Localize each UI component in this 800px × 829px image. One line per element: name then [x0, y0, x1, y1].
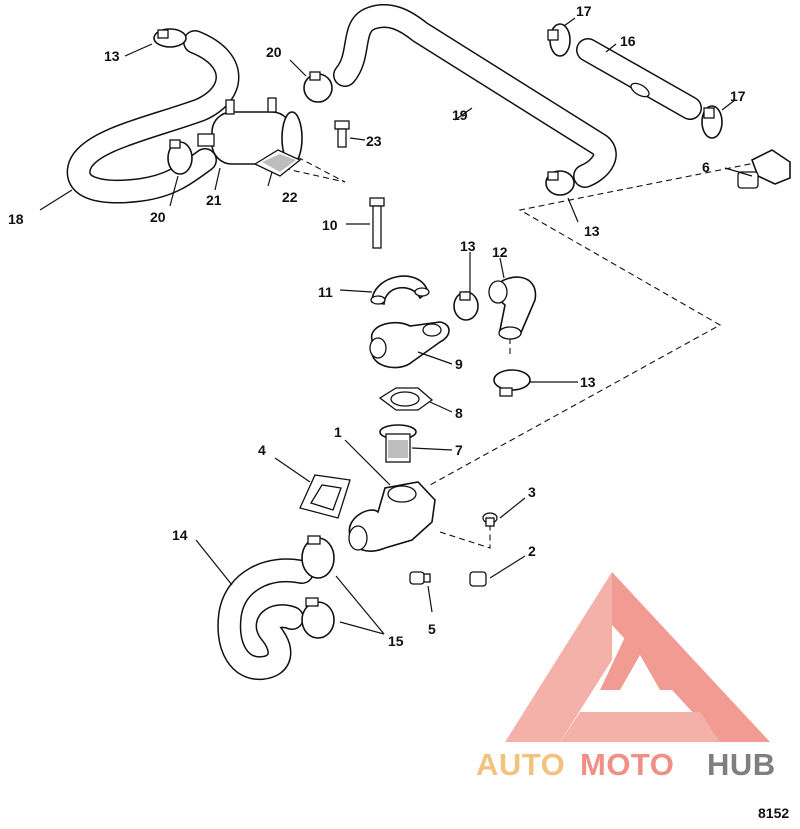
gasket-8 — [378, 387, 434, 411]
label-16: 16 — [620, 33, 636, 49]
figure-number: 8152 — [758, 805, 789, 821]
screw-5 — [409, 571, 431, 585]
screw-3 — [482, 512, 498, 527]
leader-lines — [39, 17, 753, 635]
base-housing-1 — [348, 481, 436, 552]
hose-18 — [66, 30, 240, 204]
label-15: 15 — [388, 633, 404, 649]
label-13-c: 13 — [460, 238, 476, 254]
hose-16 — [576, 38, 702, 120]
label-12: 12 — [492, 244, 508, 260]
label-13-d: 13 — [580, 374, 596, 390]
label-14: 14 — [172, 527, 188, 543]
label-17-a: 17 — [576, 3, 592, 19]
label-5: 5 — [428, 621, 436, 637]
hose-14 — [217, 558, 314, 681]
label-3: 3 — [528, 484, 536, 500]
clamp-13c — [453, 291, 479, 321]
routing-lines — [279, 147, 771, 549]
label-20-b: 20 — [150, 209, 166, 225]
clamp-13d — [493, 369, 531, 397]
label-1: 1 — [334, 424, 342, 440]
label-9: 9 — [455, 356, 463, 372]
label-13-b: 13 — [584, 223, 600, 239]
screw-2 — [469, 571, 487, 587]
label-8: 8 — [455, 405, 463, 421]
clamp-20a — [303, 71, 333, 103]
clamp-13b — [545, 170, 575, 196]
label-4: 4 — [258, 442, 266, 458]
bolt-10 — [369, 197, 385, 249]
label-7: 7 — [455, 442, 463, 458]
watermark-wordmark: AUTO MOTO HUB — [476, 747, 776, 782]
fitting-6 — [737, 149, 791, 189]
elbow-12 — [488, 276, 537, 340]
label-19: 19 — [452, 107, 468, 123]
watermark-word-moto: MOTO — [580, 747, 674, 782]
label-11: 11 — [318, 284, 333, 300]
bolt-23 — [334, 120, 350, 148]
label-13-a: 13 — [104, 48, 120, 64]
part-labels: 13 20 17 16 19 17 23 6 22 21 20 18 13 10… — [8, 3, 746, 649]
hose-19 — [333, 3, 617, 188]
gasket-4 — [299, 474, 351, 519]
clamp-17a — [547, 23, 571, 57]
label-23: 23 — [366, 133, 382, 149]
clamp-17b — [701, 105, 723, 139]
housing-9 — [369, 321, 450, 369]
label-17-b: 17 — [730, 88, 746, 104]
label-20-a: 20 — [266, 44, 282, 60]
label-18: 18 — [8, 211, 24, 227]
label-6: 6 — [702, 159, 710, 175]
watermark-word-auto: AUTO — [476, 747, 565, 782]
label-21: 21 — [206, 192, 222, 208]
label-2: 2 — [528, 543, 536, 559]
clamp-13a — [153, 28, 187, 48]
cooler-21 — [197, 97, 303, 177]
label-22: 22 — [282, 189, 298, 205]
clamp-15b — [301, 597, 335, 639]
label-10: 10 — [322, 217, 338, 233]
watermark-word-hub: HUB — [707, 747, 776, 782]
watermark-logo — [505, 572, 770, 742]
clamp-20b — [167, 139, 193, 175]
clamp-15a — [301, 535, 335, 579]
thermostat-7 — [379, 424, 417, 463]
bracket-11 — [370, 275, 430, 305]
